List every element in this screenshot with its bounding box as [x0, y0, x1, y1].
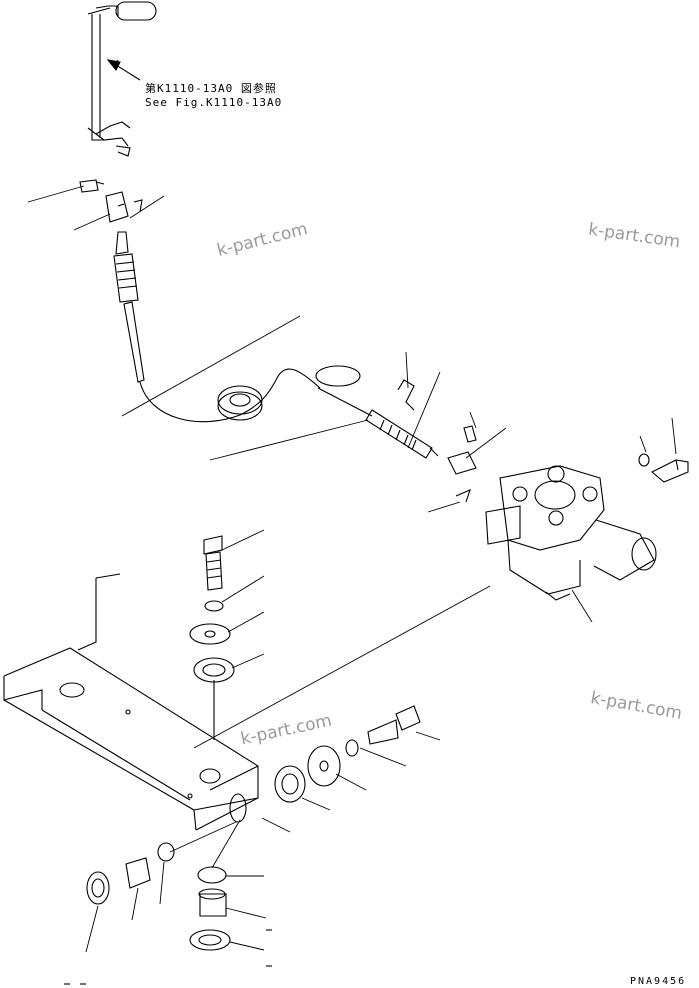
- reference-note-en: See Fig.K1110-13A0: [145, 96, 283, 109]
- control-cable: [113, 231, 321, 423]
- small-clip: [455, 489, 471, 503]
- drawing-code: PNA9456: [630, 976, 687, 987]
- valve-bolt: [638, 453, 689, 483]
- clip: [397, 379, 415, 411]
- bushing-set-left: [86, 842, 175, 905]
- control-valve: [485, 465, 657, 601]
- cable-end: [315, 365, 439, 459]
- mounting-bracket: [3, 573, 259, 831]
- reference-note-jp: 第K1110-13A0 図参照: [145, 82, 277, 95]
- grommet: [217, 385, 263, 421]
- side-bolt: [274, 705, 421, 803]
- control-lever: [87, 1, 157, 157]
- clevis-assembly: [79, 179, 143, 223]
- bolt-stack: [189, 535, 235, 740]
- tick-marks: [64, 929, 272, 985]
- reference-arrow: [106, 59, 141, 81]
- leader-lines: [27, 59, 677, 953]
- pin: [447, 425, 477, 475]
- bushing-set-bottom: [189, 866, 231, 951]
